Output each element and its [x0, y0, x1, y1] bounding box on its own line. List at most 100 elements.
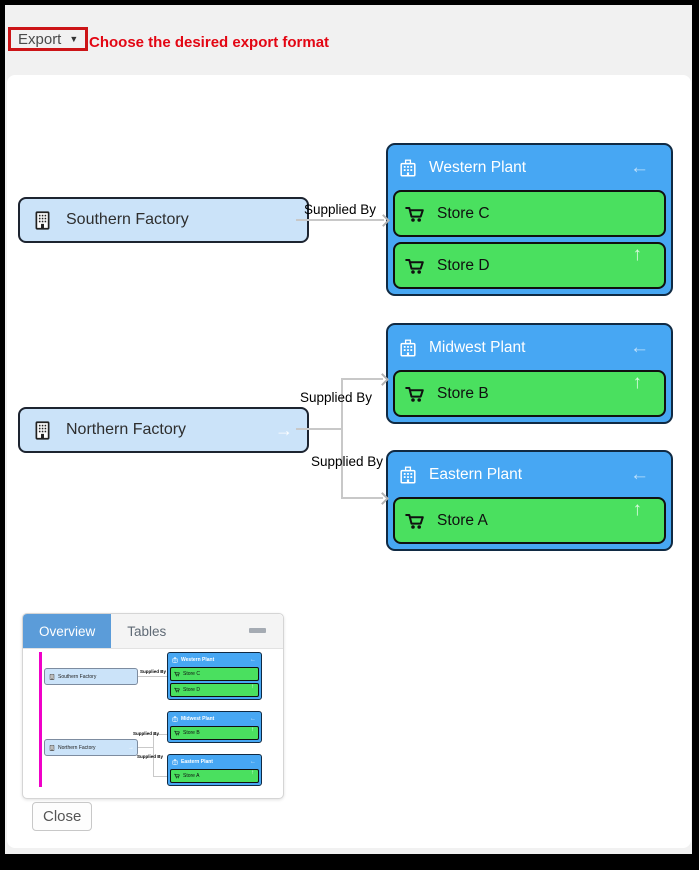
- mini-edge: [134, 747, 153, 748]
- building-icon: [33, 420, 52, 440]
- chevron-down-icon: ▼: [69, 33, 79, 44]
- group-header[interactable]: Midwest Plant ←: [388, 325, 671, 370]
- group-label: Midwest Plant: [429, 338, 526, 356]
- up-arrow-icon[interactable]: ↑: [632, 244, 643, 265]
- node-store-b[interactable]: Store B ↑: [393, 370, 666, 417]
- mini-node-store-b: Store B ↑: [170, 726, 259, 740]
- export-hint-text: Choose the desired export format: [89, 34, 330, 51]
- mini-edge-label: Supplied By: [137, 754, 164, 759]
- hospital-icon: [399, 465, 417, 484]
- node-label: Store C: [437, 204, 490, 222]
- node-label: Northern Factory: [66, 421, 187, 438]
- expand-right-icon[interactable]: →: [275, 420, 293, 440]
- mini-group-label: Midwest Plant: [181, 716, 215, 722]
- collapse-left-icon: ←: [250, 657, 256, 663]
- edge-label: Supplied By: [304, 202, 377, 217]
- mini-group-midwest-plant: Midwest Plant ← Store B ↑: [167, 711, 262, 743]
- node-label: Southern Factory: [66, 211, 189, 228]
- mini-edge-label: Supplied By: [133, 731, 160, 736]
- close-button-label: Close: [43, 808, 82, 825]
- tab-overview[interactable]: Overview: [23, 614, 112, 648]
- node-store-d[interactable]: Store D ↑: [393, 242, 666, 289]
- node-label: Store A: [437, 511, 488, 529]
- cart-icon: [405, 257, 425, 275]
- node-northern-factory[interactable]: Northern Factory →: [18, 407, 309, 453]
- mini-group-header: Eastern Plant ←: [168, 755, 261, 769]
- export-button[interactable]: Export ▼: [8, 27, 89, 51]
- mini-group-label: Western Plant: [181, 657, 215, 663]
- edge-label: Supplied By: [300, 390, 373, 405]
- minimize-icon[interactable]: [249, 628, 266, 633]
- overview-panel-tabs: Overview Tables: [23, 614, 283, 649]
- edge-northern-stem: [296, 428, 343, 430]
- tab-overview-label: Overview: [39, 623, 96, 639]
- node-store-c[interactable]: Store C: [393, 190, 666, 237]
- node-store-a[interactable]: Store A ↑: [393, 497, 666, 544]
- mini-node-label: Store C: [183, 671, 200, 677]
- mini-group-header: Western Plant ←: [168, 653, 261, 667]
- tab-tables[interactable]: Tables: [111, 614, 182, 648]
- group-western-plant[interactable]: Western Plant ← Store C Store D ↑: [386, 143, 673, 296]
- diagram-canvas[interactable]: Southern Factory Northern Factory → West…: [7, 75, 691, 848]
- edge-northern-easternplant: [341, 497, 383, 499]
- collapse-left-icon[interactable]: ←: [630, 337, 649, 358]
- hospital-icon: [399, 338, 417, 357]
- collapse-left-icon: ←: [250, 716, 256, 722]
- group-midwest-plant[interactable]: Midwest Plant ← Store B ↑: [386, 323, 673, 424]
- edge-southern-westernplant: [296, 219, 384, 221]
- group-header[interactable]: Eastern Plant ←: [388, 452, 671, 497]
- building-icon: [49, 673, 55, 680]
- node-southern-factory[interactable]: Southern Factory: [18, 197, 309, 243]
- close-button[interactable]: Close: [32, 802, 93, 831]
- mini-node-store-c: Store C: [170, 667, 259, 681]
- up-arrow-icon: ↑: [251, 727, 254, 733]
- cart-icon: [405, 205, 425, 223]
- collapse-left-icon[interactable]: ←: [630, 157, 649, 178]
- edge-northern-midwestplant: [341, 378, 383, 380]
- cart-icon: [405, 385, 425, 403]
- cart-icon: [174, 671, 180, 677]
- hospital-icon: [172, 759, 178, 765]
- building-icon: [49, 744, 55, 751]
- mini-node-store-a: Store A ↑: [170, 769, 259, 783]
- cart-icon: [174, 773, 180, 779]
- tab-tables-label: Tables: [127, 623, 167, 639]
- mini-group-western-plant: Western Plant ← Store C Store D: [167, 652, 262, 700]
- collapse-left-icon[interactable]: ←: [630, 464, 649, 485]
- expand-right-icon: →: [128, 744, 134, 751]
- mini-node-label: Store A: [183, 773, 200, 779]
- mini-node-southern-factory: Southern Factory: [44, 668, 138, 685]
- overview-panel: Overview Tables Supplied By Supplied By …: [22, 613, 284, 799]
- overview-minimap[interactable]: Supplied By Supplied By Supplied By Sout…: [23, 649, 283, 797]
- mini-node-label: Store D: [183, 687, 200, 693]
- mini-edge: [153, 734, 154, 776]
- hospital-icon: [172, 657, 178, 663]
- mini-edge: [134, 676, 167, 677]
- cart-icon: [174, 730, 180, 736]
- mini-edge: [153, 776, 167, 777]
- mini-node-northern-factory: Northern Factory →: [44, 739, 138, 756]
- cart-icon: [405, 512, 425, 530]
- group-label: Western Plant: [429, 158, 527, 176]
- mini-node-label: Northern Factory: [58, 744, 96, 751]
- up-arrow-icon: ↑: [251, 770, 254, 776]
- mini-edge: [153, 734, 167, 735]
- mini-node-store-d: Store D ↑: [170, 683, 259, 697]
- cart-icon: [174, 687, 180, 693]
- node-label: Store D: [437, 256, 490, 274]
- viewport-indicator[interactable]: [39, 652, 42, 787]
- collapse-left-icon: ←: [250, 759, 256, 765]
- mini-group-label: Eastern Plant: [181, 759, 213, 765]
- export-dialog: Export ▼ Choose the desired export forma…: [5, 5, 692, 854]
- mini-node-label: Store B: [183, 730, 200, 736]
- mini-edge-label: Supplied By: [140, 669, 167, 674]
- hospital-icon: [399, 158, 417, 177]
- edge-label: Supplied By: [311, 454, 384, 469]
- mini-group-eastern-plant: Eastern Plant ← Store A ↑: [167, 754, 262, 786]
- up-arrow-icon[interactable]: ↑: [632, 499, 643, 520]
- up-arrow-icon[interactable]: ↑: [632, 372, 643, 393]
- edge-northern-branch: [341, 378, 343, 499]
- export-button-label: Export: [18, 30, 62, 48]
- group-eastern-plant[interactable]: Eastern Plant ← Store A ↑: [386, 450, 673, 551]
- group-header[interactable]: Western Plant ←: [388, 145, 671, 190]
